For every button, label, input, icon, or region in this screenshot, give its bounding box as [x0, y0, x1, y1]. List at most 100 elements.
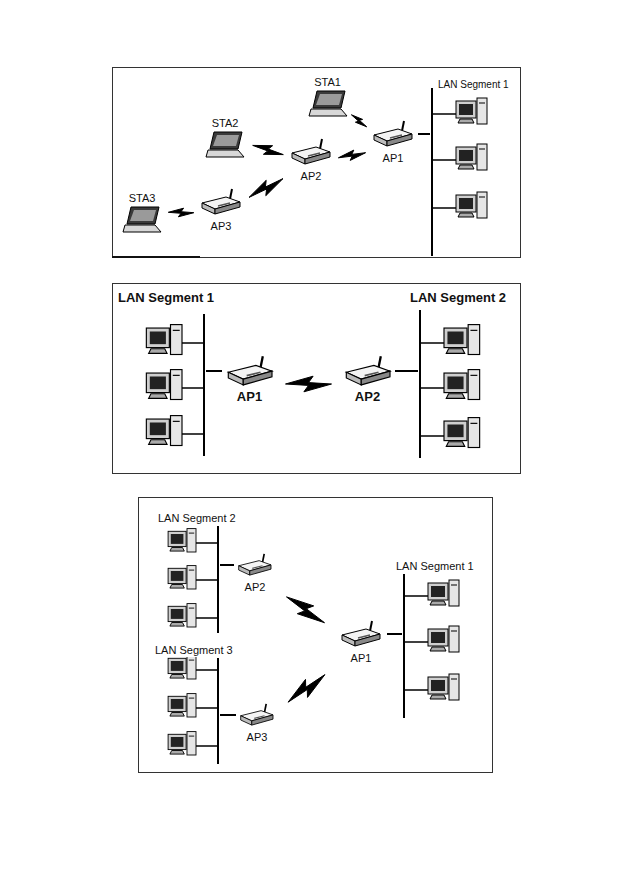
lan-drop-wire	[196, 542, 218, 544]
monitor	[428, 583, 448, 600]
lan-drop-wire	[404, 689, 428, 691]
router-drawing	[200, 188, 242, 216]
wireless-link	[253, 145, 284, 154]
monitor-screen	[171, 737, 184, 747]
monitor-screen	[171, 571, 184, 581]
lan-bus-drawing	[418, 288, 518, 458]
lan-drop-wire	[182, 433, 204, 435]
monitor-screen	[150, 377, 166, 390]
antenna	[263, 554, 265, 563]
label-row: LAN Segment 2	[158, 508, 220, 526]
node-label: STA2	[212, 117, 239, 130]
pc-icon	[428, 674, 459, 700]
monitor-screen	[447, 332, 463, 345]
pc-tower	[477, 98, 487, 124]
pc-icon	[428, 626, 459, 652]
router-side	[346, 372, 361, 385]
monitor	[428, 677, 448, 694]
router-drawing	[340, 620, 382, 648]
monitor-screen	[150, 332, 166, 345]
router-side	[292, 153, 305, 164]
lan-bus-drawing	[150, 508, 220, 633]
monitor	[146, 419, 169, 439]
lan-bus-drawing	[402, 556, 487, 718]
monitor-screen	[459, 150, 473, 161]
pc-icon	[168, 732, 196, 755]
pc-tower	[171, 416, 183, 446]
monitor-stand	[446, 349, 464, 354]
monitor-screen	[431, 632, 445, 643]
panel-frame	[139, 498, 493, 773]
monitor-screen	[447, 425, 463, 438]
monitor	[456, 147, 476, 164]
drive-slot	[189, 736, 194, 737]
drive-slot	[173, 375, 180, 376]
node-label: STA3	[129, 192, 156, 205]
lan-drop-wire	[432, 113, 456, 115]
pc-icon	[444, 325, 480, 355]
pc-tower	[468, 370, 480, 400]
access-point: AP2	[286, 138, 336, 188]
pc-tower	[187, 694, 196, 717]
monitor-screen	[431, 586, 445, 597]
wireless-station: STA2	[200, 113, 250, 161]
pc-icon	[168, 566, 196, 589]
monitor-screen	[171, 661, 184, 671]
router-front	[252, 715, 273, 725]
router-front	[355, 634, 380, 646]
access-point: AP1	[222, 355, 277, 413]
node-label: AP1	[383, 152, 404, 165]
node-label: LAN Segment 2	[410, 291, 506, 306]
monitor-stand	[149, 440, 167, 445]
laptop-display	[316, 94, 342, 105]
antenna	[260, 356, 262, 368]
pc-icon	[168, 656, 196, 679]
pc-icon	[146, 325, 182, 355]
wireless-link	[288, 675, 325, 703]
pc-icon	[146, 370, 182, 400]
wireless-link	[286, 376, 332, 392]
router-front	[215, 202, 240, 214]
monitor	[456, 195, 476, 212]
router-icon	[342, 621, 380, 646]
monitor	[168, 531, 186, 546]
ethernet-wire	[418, 133, 430, 135]
lan-drop-wire	[196, 617, 218, 619]
wireless-station: STA1	[305, 72, 350, 120]
router-drawing	[226, 355, 274, 387]
lan-segment: LAN Segment 1	[430, 74, 518, 256]
drive-slot	[470, 423, 477, 424]
pc-icon	[146, 416, 182, 446]
monitor-stand	[446, 442, 464, 447]
router-side	[202, 203, 215, 214]
router-side	[241, 716, 252, 725]
pc-icon	[168, 604, 196, 627]
wireless-link	[249, 179, 283, 198]
monitor-screen	[447, 377, 463, 390]
node-label: STA1	[314, 76, 341, 89]
router-icon	[292, 139, 330, 164]
monitor	[428, 629, 448, 646]
lan-drop-wire	[420, 387, 444, 389]
monitor-stand	[170, 585, 184, 589]
monitor	[444, 328, 467, 348]
label-row: AP2	[286, 166, 336, 184]
antenna	[320, 139, 322, 149]
router-drawing	[372, 120, 414, 148]
node-label: AP1	[351, 652, 372, 665]
lan-segment: LAN Segment 2	[150, 508, 220, 633]
monitor	[444, 373, 467, 393]
label-row: LAN Segment 2	[410, 288, 518, 306]
label-row: STA1	[305, 72, 350, 90]
laptop-screen	[127, 207, 159, 224]
monitor-screen	[150, 423, 166, 436]
router-leds	[252, 566, 262, 569]
laptop-drawing	[204, 131, 246, 159]
antenna	[378, 356, 380, 368]
access-point: AP2	[340, 355, 395, 413]
lan-bus-drawing	[118, 288, 206, 456]
antenna	[265, 704, 267, 713]
pc-icon	[444, 370, 480, 400]
pc-icon	[456, 192, 487, 218]
